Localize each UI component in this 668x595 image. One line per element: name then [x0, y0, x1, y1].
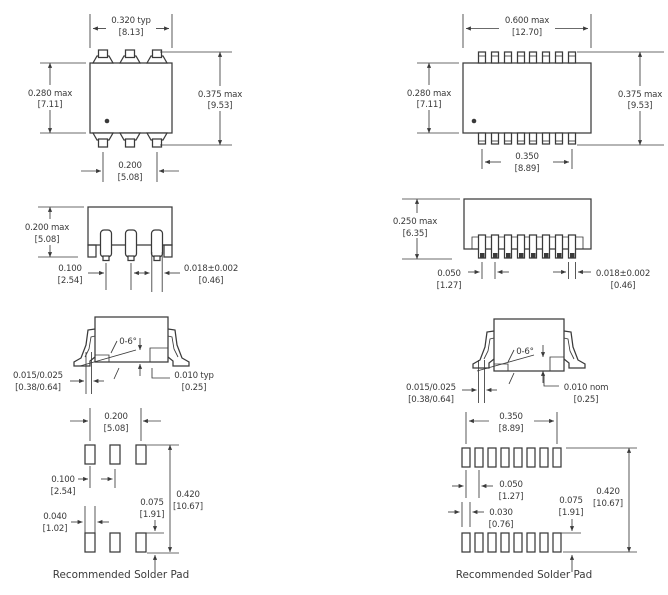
pkg6-end-view: 0-6° 0.015/0.025 [0.38/0.64] 0.010 typ […	[13, 316, 214, 394]
pkg6-top-view: 0.320 typ [8.13] 0.280 max [7.11] 0.375 …	[28, 14, 242, 183]
dim-pkg6end-angle: 0-6°	[119, 337, 137, 347]
dim-pkg16pad-width-mm: [0.76]	[489, 520, 514, 530]
pkg16-pad-caption: Recommended Solder Pad	[456, 569, 593, 581]
dim-pkg6end-foot-mm: [0.25]	[182, 383, 207, 393]
dim-pkg6-span-mm: [9.53]	[208, 101, 233, 111]
pkg16-end-view: 0-6° 0.015/0.025 [0.38/0.64] 0.010 nom […	[406, 318, 609, 405]
dim-pkg16side-pitch-mm: [1.27]	[437, 281, 462, 291]
pkg16-solder-pad: 0.350 [8.89] 0.050 [1.27] 0.030 [0.76] 0…	[448, 412, 637, 581]
dim-pkg6pad-pitch-mm: [2.54]	[51, 487, 76, 497]
dim-pkg16side-lead-in: 0.018±0.002	[596, 269, 650, 279]
pkg16-top-pins	[477, 51, 577, 64]
dim-pkg6-width-in: 0.320 typ	[111, 16, 150, 26]
dim-pkg16side-lead-mm: [0.46]	[611, 281, 636, 291]
dim-pkg6pad-overall-mm: [10.67]	[173, 502, 203, 512]
pkg16-pad-top-row	[461, 447, 562, 468]
dim-pkg16pad-length-mm: [1.91]	[559, 508, 584, 518]
dim-pkg6pad-span-mm: [5.08]	[104, 424, 129, 434]
dim-pkg16side-pitch-in: 0.050	[437, 269, 461, 279]
dim-pkg6side-pitch-mm: [2.54]	[58, 276, 83, 286]
pkg16-side-pins	[477, 234, 577, 259]
dim-pkg16pad-overall-mm: [10.67]	[593, 499, 623, 509]
dim-pkg16side-height-mm: [6.35]	[403, 229, 428, 239]
dim-pkg16end-angle: 0-6°	[516, 347, 534, 357]
dim-pkg6-pitch-in: 0.200	[118, 161, 142, 171]
dim-pkg16-width-in: 0.600 max	[505, 16, 549, 26]
pkg6-solder-pad: 0.200 [5.08] 0.100 [2.54] 0.040 [1.02] 0…	[43, 408, 203, 581]
dim-pkg6-pitch-mm: [5.08]	[118, 173, 143, 183]
dim-pkg16-row-mm: [8.89]	[515, 164, 540, 174]
dim-pkg16pad-pitch-in: 0.050	[499, 480, 523, 490]
dim-pkg16end-foot-mm: [0.25]	[574, 395, 599, 405]
dim-pkg16-height-in: 0.280 max	[407, 89, 451, 99]
dim-pkg16pad-pitch-mm: [1.27]	[499, 492, 524, 502]
dim-pkg16pad-span-in: 0.350	[499, 412, 523, 422]
dim-pkg6pad-width-mm: [1.02]	[43, 524, 68, 534]
dim-pkg16-width-mm: [12.70]	[512, 28, 542, 38]
dim-pkg16end-standoff-in: 0.015/0.025	[406, 383, 456, 393]
dim-pkg16-span-mm: [9.53]	[628, 101, 653, 111]
dim-pkg6end-standoff-mm: [0.38/0.64]	[15, 383, 61, 393]
dim-pkg6pad-overall-in: 0.420	[176, 490, 200, 500]
pkg16-bottom-pins	[477, 132, 577, 145]
dim-pkg6pad-width-in: 0.040	[43, 512, 67, 522]
pin1-marker-dot	[471, 118, 477, 124]
dim-pkg6-span-in: 0.375 max	[198, 90, 242, 100]
dim-pkg16end-foot-in: 0.010 nom	[564, 383, 609, 393]
dim-pkg6end-standoff-in: 0.015/0.025	[13, 371, 63, 381]
dim-pkg6pad-span-in: 0.200	[104, 412, 128, 422]
dim-pkg16pad-overall-in: 0.420	[596, 487, 620, 497]
pkg6-side-view: 0.200 max [5.08] 0.100 [2.54] 0.018±0.00…	[25, 206, 238, 292]
dim-pkg16pad-length-in: 0.075	[559, 496, 583, 506]
pin1-marker-dot	[104, 118, 110, 124]
dim-pkg6side-height-mm: [5.08]	[35, 235, 60, 245]
dim-pkg16-height-mm: [7.11]	[417, 100, 442, 110]
dim-pkg6side-height-in: 0.200 max	[25, 223, 69, 233]
pkg6-pad-caption: Recommended Solder Pad	[53, 569, 190, 581]
pkg16-side-view: 0.250 max [6.35] 0.050 [1.27] 0.018±0.00…	[393, 198, 650, 291]
dim-pkg6pad-length-in: 0.075	[140, 498, 164, 508]
dim-pkg16-row-in: 0.350	[515, 152, 539, 162]
dim-pkg6-height-mm: [7.11]	[38, 100, 63, 110]
dim-pkg16end-standoff-mm: [0.38/0.64]	[408, 395, 454, 405]
dim-pkg6-width-mm: [8.13]	[119, 28, 144, 38]
pkg16-top-view: 0.600 max [12.70] 0.280 max [7.11] 0.375…	[407, 14, 664, 174]
dim-pkg6side-lead-mm: [0.46]	[199, 276, 224, 286]
dim-pkg16pad-span-mm: [8.89]	[499, 424, 524, 434]
dim-pkg6pad-length-mm: [1.91]	[140, 510, 165, 520]
dim-pkg6-height-in: 0.280 max	[28, 89, 72, 99]
dim-pkg6end-foot-in: 0.010 typ	[174, 371, 213, 381]
dim-pkg6pad-pitch-in: 0.100	[51, 475, 75, 485]
dim-pkg6side-pitch-in: 0.100	[58, 264, 82, 274]
dim-pkg16pad-width-in: 0.030	[489, 508, 513, 518]
pkg16-pad-bottom-row	[461, 532, 562, 553]
dim-pkg16side-height-in: 0.250 max	[393, 217, 437, 227]
dim-pkg6side-lead-in: 0.018±0.002	[184, 264, 238, 274]
dim-pkg16-span-in: 0.375 max	[618, 90, 662, 100]
